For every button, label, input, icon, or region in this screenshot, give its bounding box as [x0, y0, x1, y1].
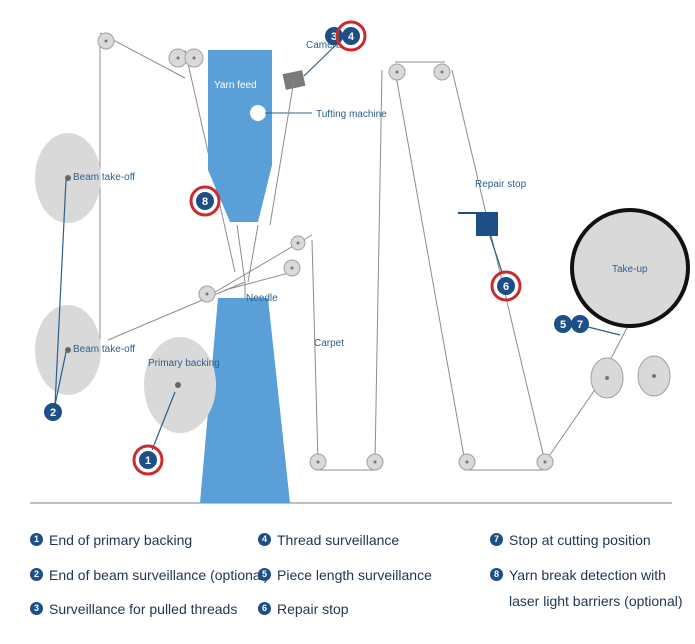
badge-6: 6 [490, 270, 522, 302]
svg-text:4: 4 [348, 31, 355, 43]
legend-text: Yarn break detection with laser light ba… [509, 567, 683, 609]
badge-2: 2 [44, 403, 62, 421]
legend-number-badge: 2 [30, 568, 43, 581]
legend-item-2: 2 End of beam surveillance (optional) [30, 562, 268, 588]
repair-stop-label: Repair stop [475, 179, 527, 190]
svg-text:7: 7 [577, 319, 583, 331]
badge-1: 1 [132, 444, 164, 476]
beam-leader-2 [54, 351, 67, 406]
beam-takeoff-label-1: Beam take-off [73, 172, 135, 183]
legend-text: Piece length surveillance [277, 567, 432, 583]
legend-text: Stop at cutting position [509, 532, 651, 548]
badge-5: 5 [554, 315, 572, 333]
needle-label: Needle [246, 293, 278, 304]
svg-text:3: 3 [331, 31, 337, 43]
tufting-machine-marker [250, 105, 266, 121]
take-up-roll [570, 208, 690, 328]
badge-3: 3 [325, 27, 343, 45]
legend-item-1: 1 End of primary backing [30, 527, 192, 553]
repair-stop-leader [489, 235, 503, 273]
camera-label: Camera [306, 40, 342, 51]
primary-backing-label: Primary backing [148, 358, 220, 369]
svg-text:5: 5 [560, 319, 566, 331]
needle-bed [200, 298, 290, 503]
legend-text: Surveillance for pulled threads [49, 601, 238, 617]
repair-stop-unit [476, 212, 498, 236]
legend-item-8: 8 Yarn break detection with laser light … [490, 562, 690, 614]
legend-text: End of beam surveillance (optional) [49, 567, 269, 583]
take-up-leader [583, 325, 621, 336]
legend-number-badge: 7 [490, 533, 503, 546]
badge-8: 8 [189, 185, 221, 217]
carpet-label: Carpet [314, 338, 344, 349]
legend-text: Repair stop [277, 601, 349, 617]
legend-item-7: 7 Stop at cutting position [490, 527, 651, 553]
legend-number-badge: 4 [258, 533, 271, 546]
yarn-feed-block [208, 50, 272, 222]
svg-text:8: 8 [202, 196, 208, 208]
beam-leader-1 [54, 179, 67, 406]
legend-item-3: 3 Surveillance for pulled threads [30, 596, 237, 622]
legend-number-badge: 5 [258, 568, 271, 581]
legend-number-badge: 8 [490, 568, 503, 581]
badge-4: 4 [335, 20, 367, 52]
take-up-label: Take-up [612, 264, 648, 275]
legend-item-4: 4 Thread surveillance [258, 527, 399, 553]
legend-number-badge: 6 [258, 602, 271, 615]
beam-takeoff-label-2: Beam take-off [73, 344, 135, 355]
tufting-machine-label: Tufting machine [316, 109, 387, 120]
legend-text: End of primary backing [49, 532, 193, 548]
camera-leader [303, 42, 339, 77]
legend-item-6: 6 Repair stop [258, 596, 349, 622]
legend-text: Thread surveillance [277, 532, 400, 548]
svg-text:6: 6 [503, 281, 509, 293]
yarn-feed-label: Yarn feed [214, 80, 257, 91]
legend-number-badge: 3 [30, 602, 43, 615]
legend-item-5: 5 Piece length surveillance [258, 562, 432, 588]
svg-text:2: 2 [50, 407, 56, 419]
backing-leader [151, 391, 176, 451]
camera-sightline [269, 79, 295, 226]
badge-7: 7 [571, 315, 589, 333]
legend-number-badge: 1 [30, 533, 43, 546]
svg-text:1: 1 [145, 455, 151, 467]
